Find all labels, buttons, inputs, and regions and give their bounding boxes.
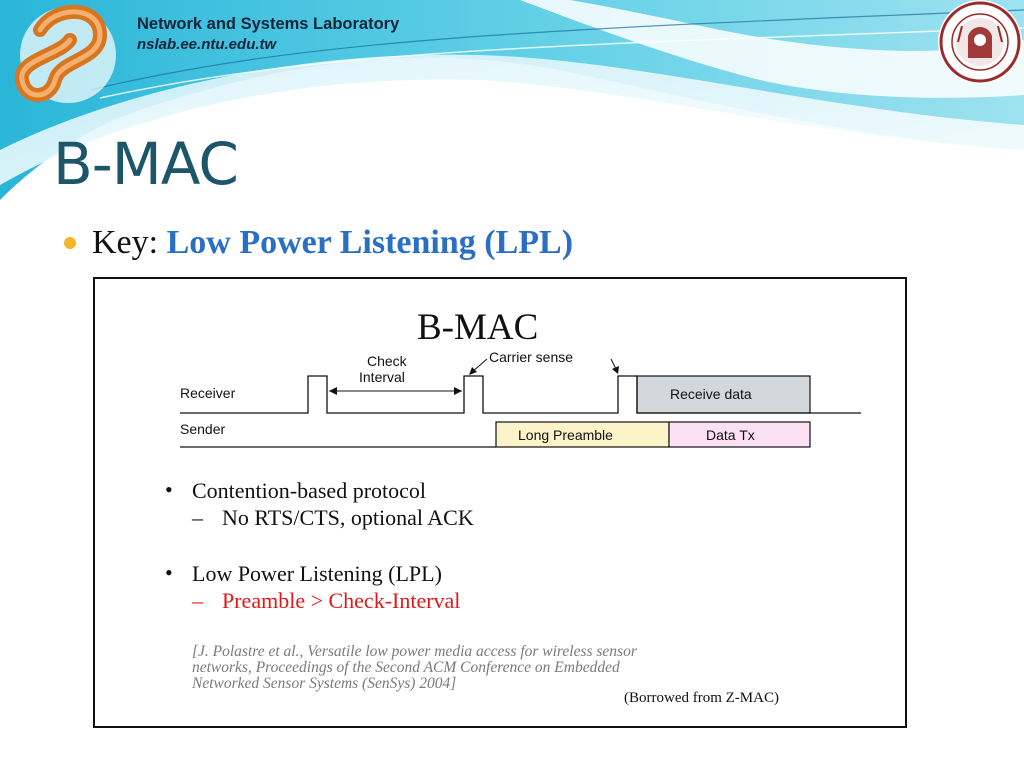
timing-diagram [180, 358, 861, 448]
carrier-sense-label: Carrier sense [489, 349, 574, 365]
citation-line-2: networks, Proceedings of the Second ACM … [192, 659, 620, 676]
figure-bullet-1-dash: – [192, 505, 203, 530]
key-line: Key: Low Power Listening (LPL) [92, 224, 573, 262]
carrier-sense-arrows [469, 358, 619, 375]
figure-bullet-1-sub: No RTS/CTS, optional ACK [222, 505, 474, 530]
check-interval-arrow [329, 387, 462, 395]
key-value: Low Power Listening (LPL) [166, 224, 574, 261]
lab-logo-icon [14, 4, 116, 103]
long-preamble-label: Long Preamble [518, 427, 613, 443]
lab-url: nslab.ee.ntu.edu.tw [137, 36, 277, 53]
check-interval-label-2: Interval [359, 369, 405, 385]
figure-title: B-MAC [417, 307, 539, 348]
figure-bullet-1-dot: • [165, 477, 173, 502]
figure-panel: B-MAC Check Interval Carrier sense Recei… [93, 277, 907, 728]
borrowed-note: (Borrowed from Z-MAC) [624, 690, 779, 706]
figure-bullet-2: Low Power Listening (LPL) [192, 561, 442, 586]
citation-line-3: Networked Sensor Systems (SenSys) 2004] [192, 675, 457, 692]
lab-name: Network and Systems Laboratory [137, 15, 400, 33]
sender-label: Sender [180, 421, 226, 437]
university-seal-icon [938, 0, 1022, 84]
key-label: Key: [92, 224, 167, 261]
citation-line-1: [J. Polastre et al., Versatile low power… [192, 643, 637, 660]
figure-bullet-2-sub: Preamble > Check-Interval [222, 588, 461, 613]
figure-bullet-2-dot: • [165, 560, 173, 585]
figure-bullet-2-dash: – [192, 588, 203, 613]
receiver-waveform [180, 375, 861, 414]
figure-bullet-1: Contention-based protocol [192, 478, 427, 503]
check-interval-label-1: Check [367, 353, 407, 369]
data-tx-label: Data Tx [706, 427, 755, 443]
receiver-label: Receiver [180, 385, 236, 401]
data-tx-box [668, 421, 811, 448]
slide-title: B-MAC [53, 130, 239, 198]
receive-data-label: Receive data [670, 386, 752, 402]
bullet-dot-icon [64, 237, 76, 249]
